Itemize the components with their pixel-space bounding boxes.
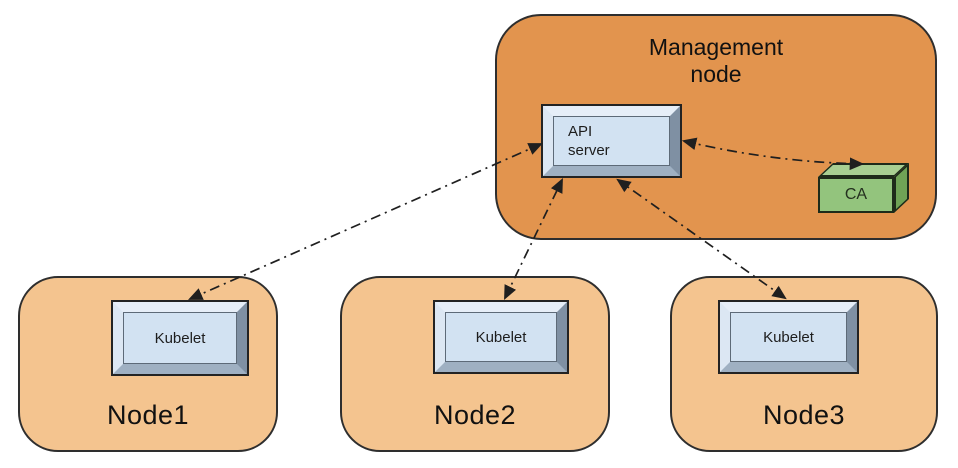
- api-server-label: API server: [568, 123, 610, 159]
- ca-box: CA: [816, 161, 912, 217]
- api-server-box: API server: [541, 104, 682, 178]
- kubelet-label-node3: Kubelet: [763, 328, 814, 346]
- kubelet-box-node3: Kubelet: [718, 300, 859, 374]
- worker-node-2-label: Node2: [433, 400, 517, 430]
- kubelet-box-node1: Kubelet: [111, 300, 249, 376]
- ca-box-front-face: CA: [818, 177, 894, 213]
- kubelet-label-node2: Kubelet: [475, 328, 527, 346]
- kubelet-box-node2: Kubelet: [433, 300, 569, 374]
- worker-node-1-label: Node1: [106, 400, 190, 430]
- management-node-label: Management node: [648, 34, 784, 87]
- ca-label: CA: [844, 186, 868, 203]
- worker-node-3-label: Node3: [762, 400, 846, 430]
- kubelet-label-node1: Kubelet: [154, 329, 206, 347]
